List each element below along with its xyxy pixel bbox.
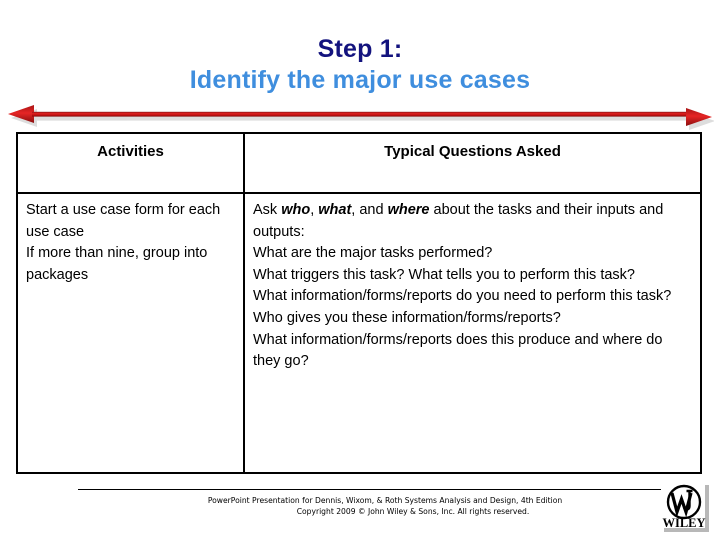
arrow-head-left [8,105,34,123]
activity-item: If more than nine, group into packages [26,245,208,283]
footer-credit-line-2: Copyright 2009 © John Wiley & Sons, Inc.… [296,506,530,516]
table-row: Start a use case form for each use case … [16,192,702,474]
page-title-line-2: Identify the major use cases [189,66,531,94]
arrow-head-right [686,108,712,126]
question-intro-suffix: about the tasks and their inputs and out… [253,202,664,240]
question-intro-prefix: Ask [253,202,282,218]
question-intro-sep-1: , [310,202,319,218]
cell-activities: Start a use case form for each use case … [16,192,245,474]
table-header-row: Activities Typical Questions Asked [16,132,702,194]
page-title: Step 1: Identify the major use cases [0,34,720,96]
page-title-line-1: Step 1: [317,35,403,63]
activities-questions-table: Activities Typical Questions Asked Start… [16,132,702,474]
cell-questions: Ask who, what, and where about the tasks… [243,192,702,474]
table-header-activities: Activities [16,132,245,194]
question-item-intro: Ask who, what, and where about the tasks… [253,200,693,243]
footer-credit-line-1: PowerPoint Presentation for Dennis, Wixo… [207,496,563,505]
question-item: What are the major tasks performed? [253,245,493,262]
footer-divider [78,489,666,490]
question-intro-sep-2: , and [351,202,388,218]
arrow-shaft [32,111,690,117]
wiley-wordmark: WILEY [662,516,705,530]
emphasis-what: what [318,202,352,218]
emphasis-where: where [387,202,430,218]
table-header-questions-label: Typical Questions Asked [384,143,561,160]
red-double-headed-arrow [6,100,714,130]
table-header-activities-label: Activities [97,143,164,160]
footer-credit: PowerPoint Presentation for Dennis, Wixo… [120,496,650,517]
activity-item: Start a use case form for each use case [26,202,221,240]
wiley-logo: WILEY [661,482,711,534]
question-item: What information/forms/reports does this… [253,331,663,370]
question-item: What triggers this task? What tells you … [253,266,635,283]
question-item: What information/forms/reports do you ne… [253,288,672,305]
table-header-questions: Typical Questions Asked [243,132,702,194]
emphasis-who: who [281,202,311,218]
question-item: Who gives you these information/forms/re… [253,309,561,326]
